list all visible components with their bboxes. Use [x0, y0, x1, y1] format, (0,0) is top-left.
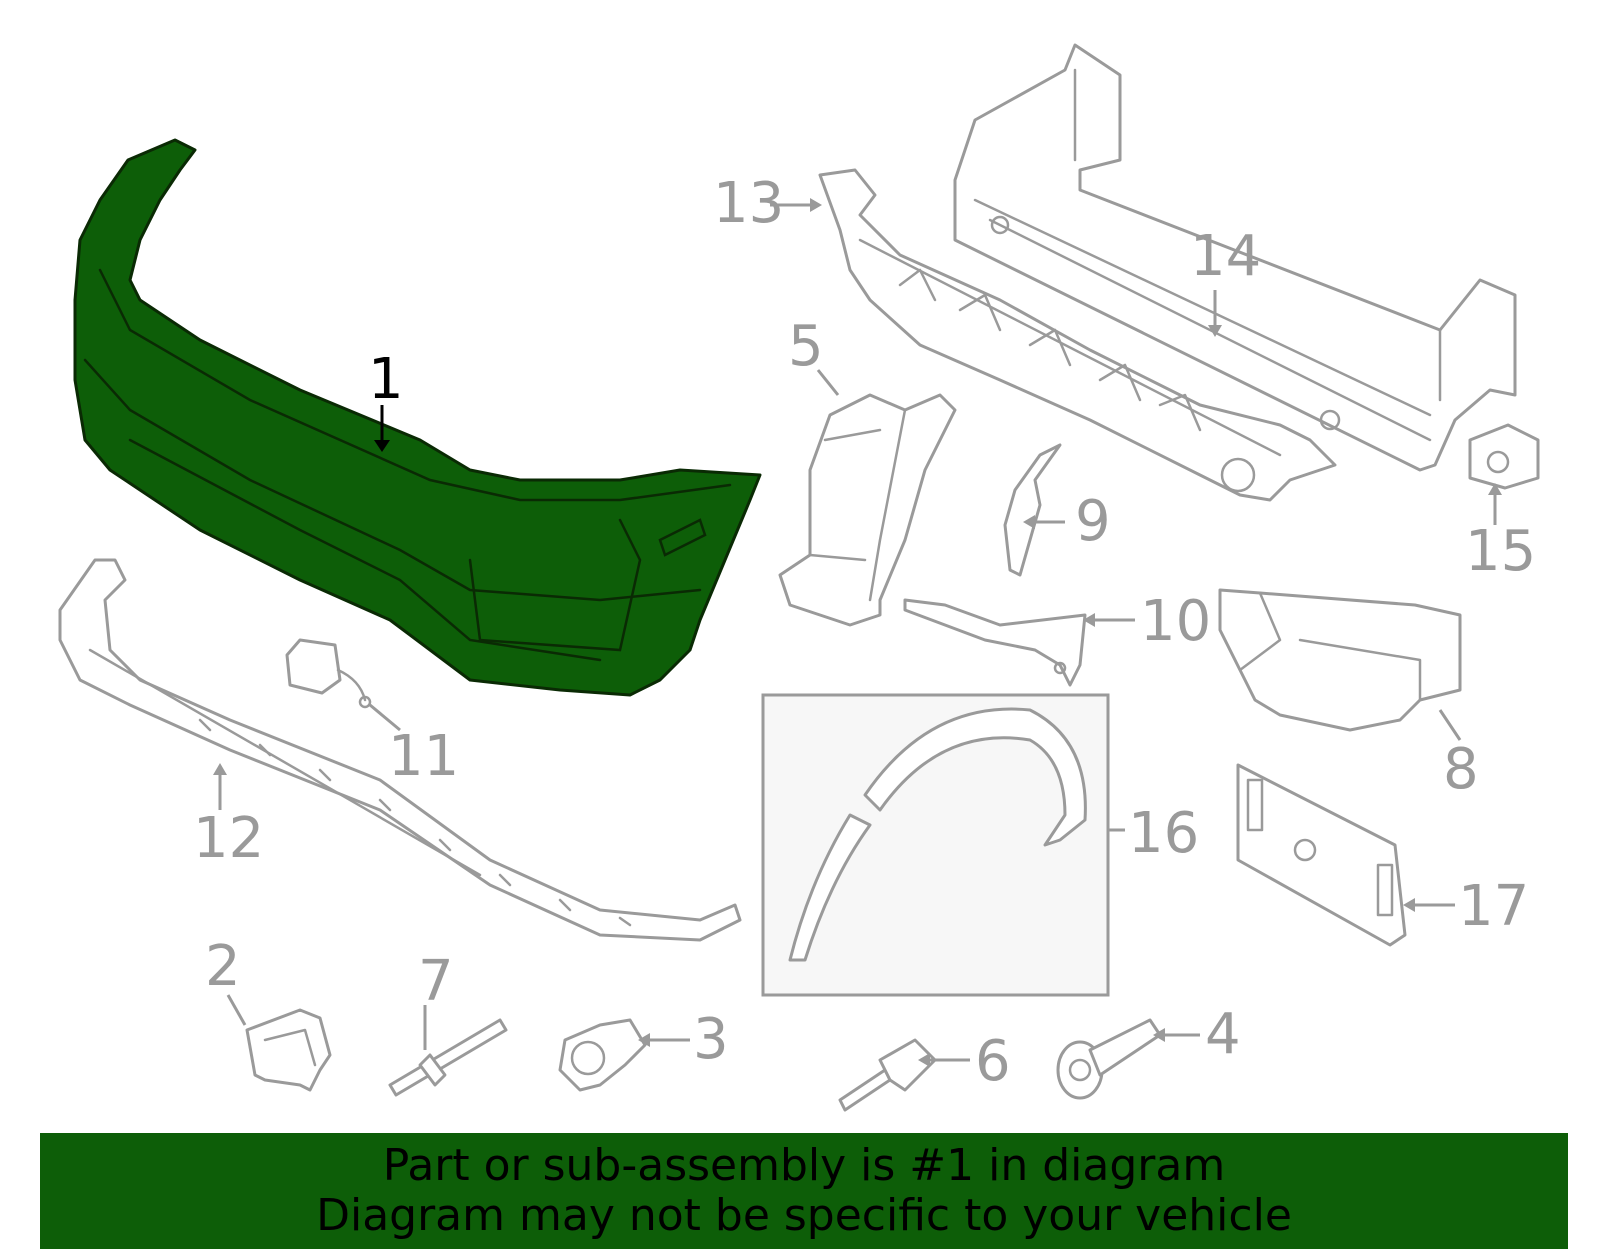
- callout-15: 15: [1465, 519, 1536, 584]
- bumper-cover-body: [73, 138, 762, 697]
- callout-8: 8: [1443, 737, 1479, 802]
- part-16-wheel-arch-molding[interactable]: [761, 693, 1110, 997]
- info-banner: Part or sub-assembly is #1 in diagram Di…: [40, 1133, 1568, 1249]
- part-9-bracket[interactable]: [1003, 443, 1062, 577]
- banner-line-1: Part or sub-assembly is #1 in diagram: [382, 1140, 1226, 1191]
- part-5-side-bracket[interactable]: [778, 393, 957, 627]
- part-8-air-deflector[interactable]: [1218, 588, 1462, 732]
- part-1-bumper-cover[interactable]: [73, 138, 762, 697]
- callout-17: 17: [1458, 874, 1529, 939]
- callout-12: 12: [193, 806, 264, 871]
- part-7-push-pin[interactable]: [388, 1018, 508, 1097]
- callout-16: 16: [1128, 801, 1199, 866]
- callout-numbers: 1 13 14 5 9 15 10 8 16 17 11 12 2 7 3 6 …: [193, 171, 1536, 1094]
- part-14-reinforcement-beam[interactable]: [953, 43, 1517, 472]
- leader-lines: [213, 198, 1502, 1067]
- part-13-energy-absorber[interactable]: [818, 168, 1337, 502]
- part-2-clip[interactable]: [245, 1008, 332, 1092]
- callout-6: 6: [975, 1029, 1011, 1094]
- part-4-bolt[interactable]: [1056, 1018, 1162, 1100]
- part-6-fastener[interactable]: [838, 1038, 937, 1112]
- callout-5: 5: [788, 314, 824, 379]
- callout-9: 9: [1075, 489, 1111, 554]
- part-15-bracket[interactable]: [1468, 423, 1540, 490]
- arrowhead-1: [374, 440, 390, 452]
- banner-line-2: Diagram may not be specific to your vehi…: [316, 1190, 1292, 1241]
- part-11-sensor[interactable]: [285, 638, 372, 709]
- part-3-retainer[interactable]: [558, 1018, 647, 1092]
- callout-3: 3: [693, 1007, 729, 1072]
- part-12-lower-valance[interactable]: [58, 558, 742, 942]
- callout-10: 10: [1140, 589, 1211, 654]
- callout-2: 2: [205, 934, 241, 999]
- part-17-license-plate-bracket[interactable]: [1236, 763, 1407, 947]
- callout-4: 4: [1205, 1002, 1241, 1067]
- part-10-bracket[interactable]: [903, 598, 1087, 687]
- callout-1: 1: [368, 347, 404, 412]
- callout-14: 14: [1190, 224, 1261, 289]
- callout-13: 13: [713, 171, 784, 236]
- callout-7: 7: [418, 949, 454, 1014]
- callout-11: 11: [388, 724, 459, 789]
